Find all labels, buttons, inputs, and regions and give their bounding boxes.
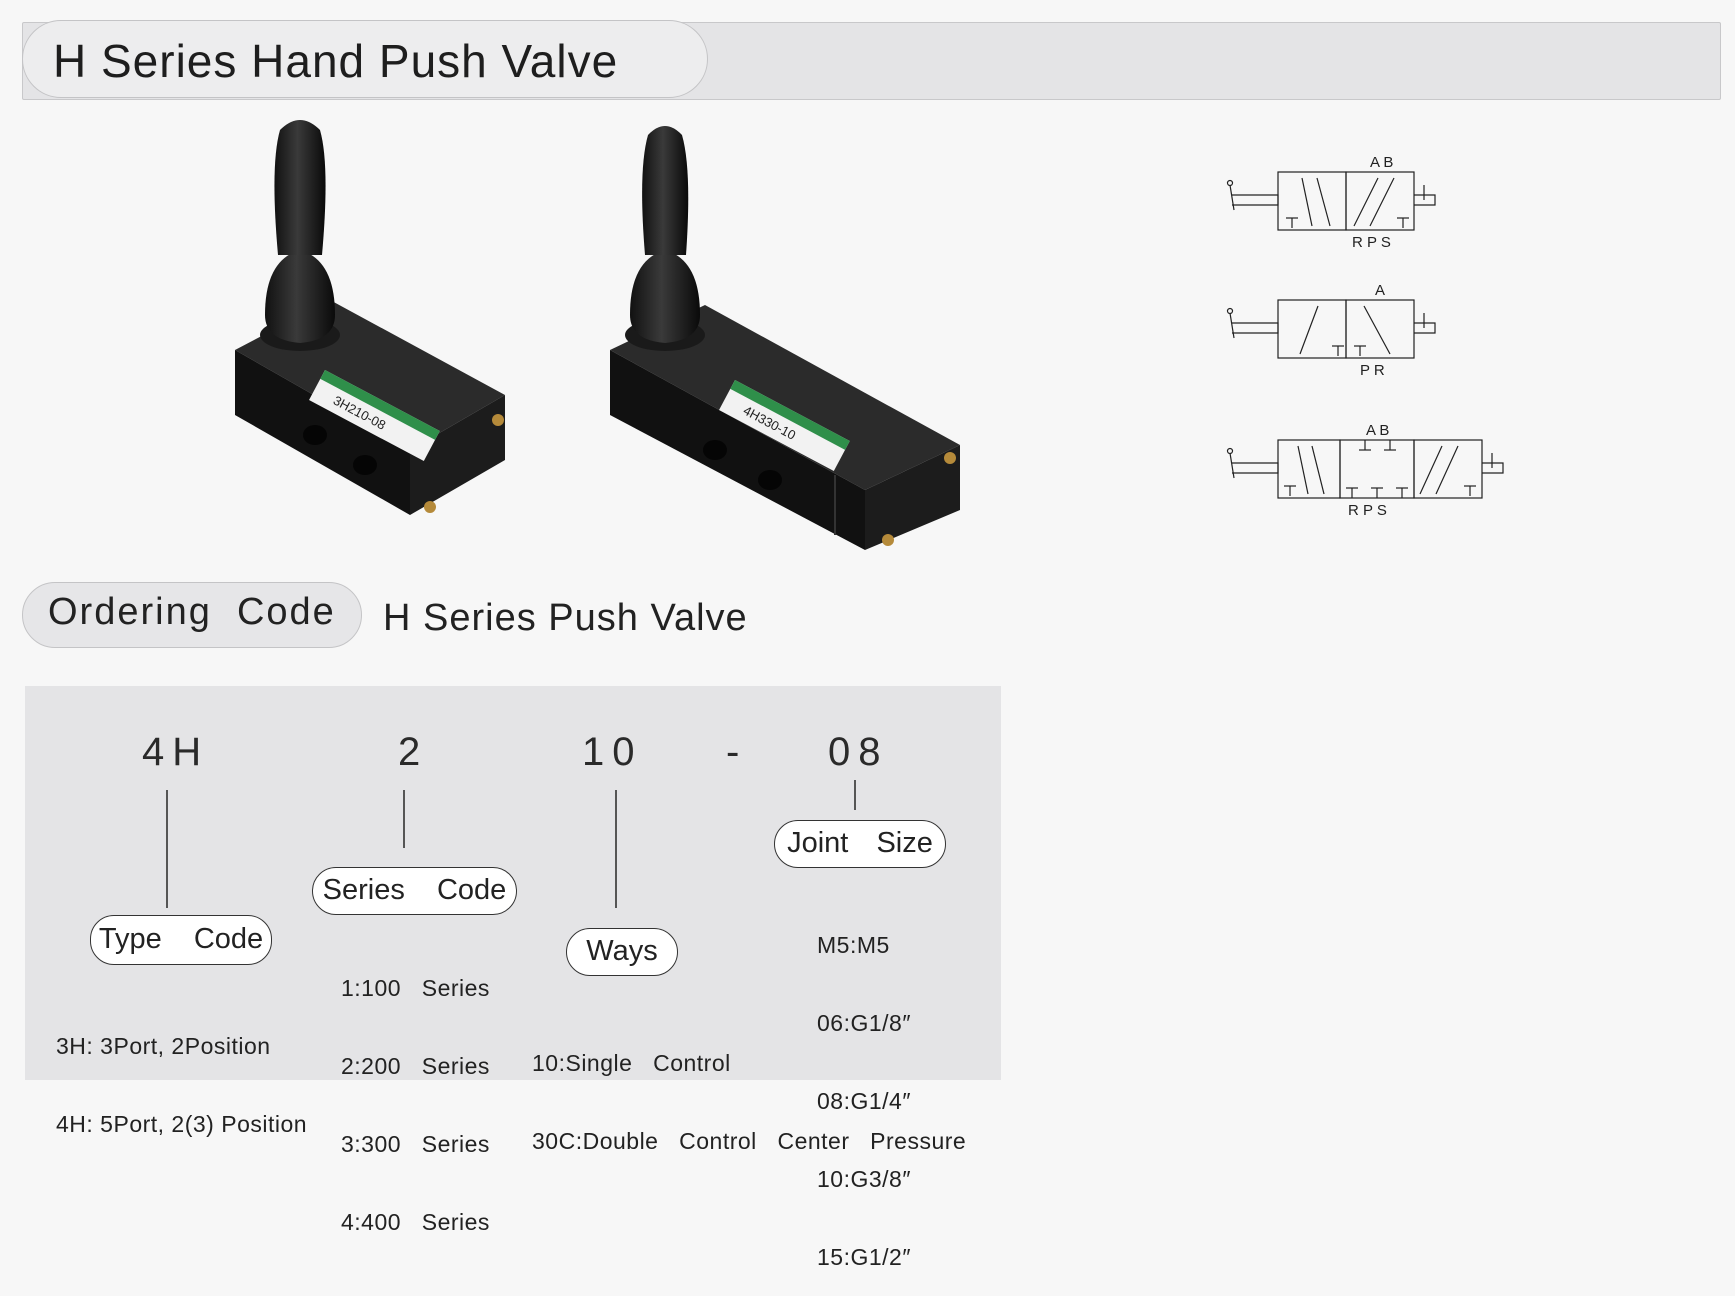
type-code-label: Type Code <box>98 923 264 955</box>
symbol-5port-2pos: A B R P S <box>1226 154 1436 251</box>
connector-line-joint <box>854 780 856 810</box>
type-code-option: 3H: 3Port, 2Position <box>56 1033 271 1059</box>
connector-line-ways <box>615 790 617 908</box>
type-code-option: 4H: 5Port, 2(3) Position <box>56 1111 308 1137</box>
product-photo-3h: 3H210-08 <box>235 120 505 515</box>
code-part-dash: - <box>726 730 748 774</box>
series-code-option: 1:100 Series <box>341 975 490 1001</box>
symbol-2-top-ports: A <box>1375 282 1385 299</box>
code-part-type: 4H <box>142 730 210 774</box>
series-code-option: 2:200 Series <box>341 1053 490 1079</box>
connector-line-series <box>403 790 405 848</box>
joint-size-option: 10:G3/8″ <box>817 1166 911 1192</box>
ways-option: 10:Single Control <box>532 1050 731 1076</box>
valve-symbols: A B R P S A P R A <box>1226 154 1504 519</box>
symbol-3-top-ports: A B <box>1366 422 1389 439</box>
symbol-1-top-ports: A B <box>1370 154 1393 171</box>
ordering-code-pill <box>22 582 362 648</box>
series-code-option: 3:300 Series <box>341 1131 490 1157</box>
joint-size-option: 06:G1/8″ <box>817 1010 911 1036</box>
product-photo-4h: 4H330-10 <box>610 126 960 550</box>
series-code-label: Series Code <box>322 874 507 906</box>
code-part-joint: 08 <box>828 730 889 774</box>
code-part-series: 2 <box>398 730 429 774</box>
ordering-code-subtitle: H Series Push Valve <box>383 597 748 639</box>
symbol-2-bottom-ports: P R <box>1360 362 1385 379</box>
joint-size-option: M5:M5 <box>817 932 890 958</box>
connector-line-type <box>166 790 168 908</box>
type-code-options: 3H: 3Port, 2Position 4H: 5Port, 2(3) Pos… <box>56 981 307 1163</box>
series-code-options: 1:100 Series 2:200 Series 3:300 Series 4… <box>341 923 490 1261</box>
symbol-3-bottom-ports: R P S <box>1348 502 1387 519</box>
code-part-ways: 10 <box>582 730 643 774</box>
joint-size-option: 08:G1/4″ <box>817 1088 911 1114</box>
title-pill <box>22 20 708 98</box>
series-code-option: 4:400 Series <box>341 1209 490 1235</box>
ways-pill: Ways <box>566 928 678 976</box>
joint-size-option: 15:G1/2″ <box>817 1244 911 1270</box>
page-title: H Series Hand Push Valve <box>53 35 619 87</box>
joint-size-pill: Joint Size <box>774 820 946 868</box>
joint-size-options: M5:M5 06:G1/8″ 08:G1/4″ 10:G3/8″ 15:G1/2… <box>817 880 911 1296</box>
symbol-3port-2pos: A P R <box>1226 282 1436 379</box>
symbol-1-bottom-ports: R P S <box>1352 234 1391 251</box>
ordering-code-label: Ordering Code <box>48 591 336 633</box>
ways-label: Ways <box>586 935 658 967</box>
type-code-pill: Type Code <box>90 915 272 965</box>
joint-size-label: Joint Size <box>787 827 933 859</box>
symbol-5port-3pos: A B R P S <box>1226 422 1504 519</box>
series-code-pill: Series Code <box>312 867 517 915</box>
